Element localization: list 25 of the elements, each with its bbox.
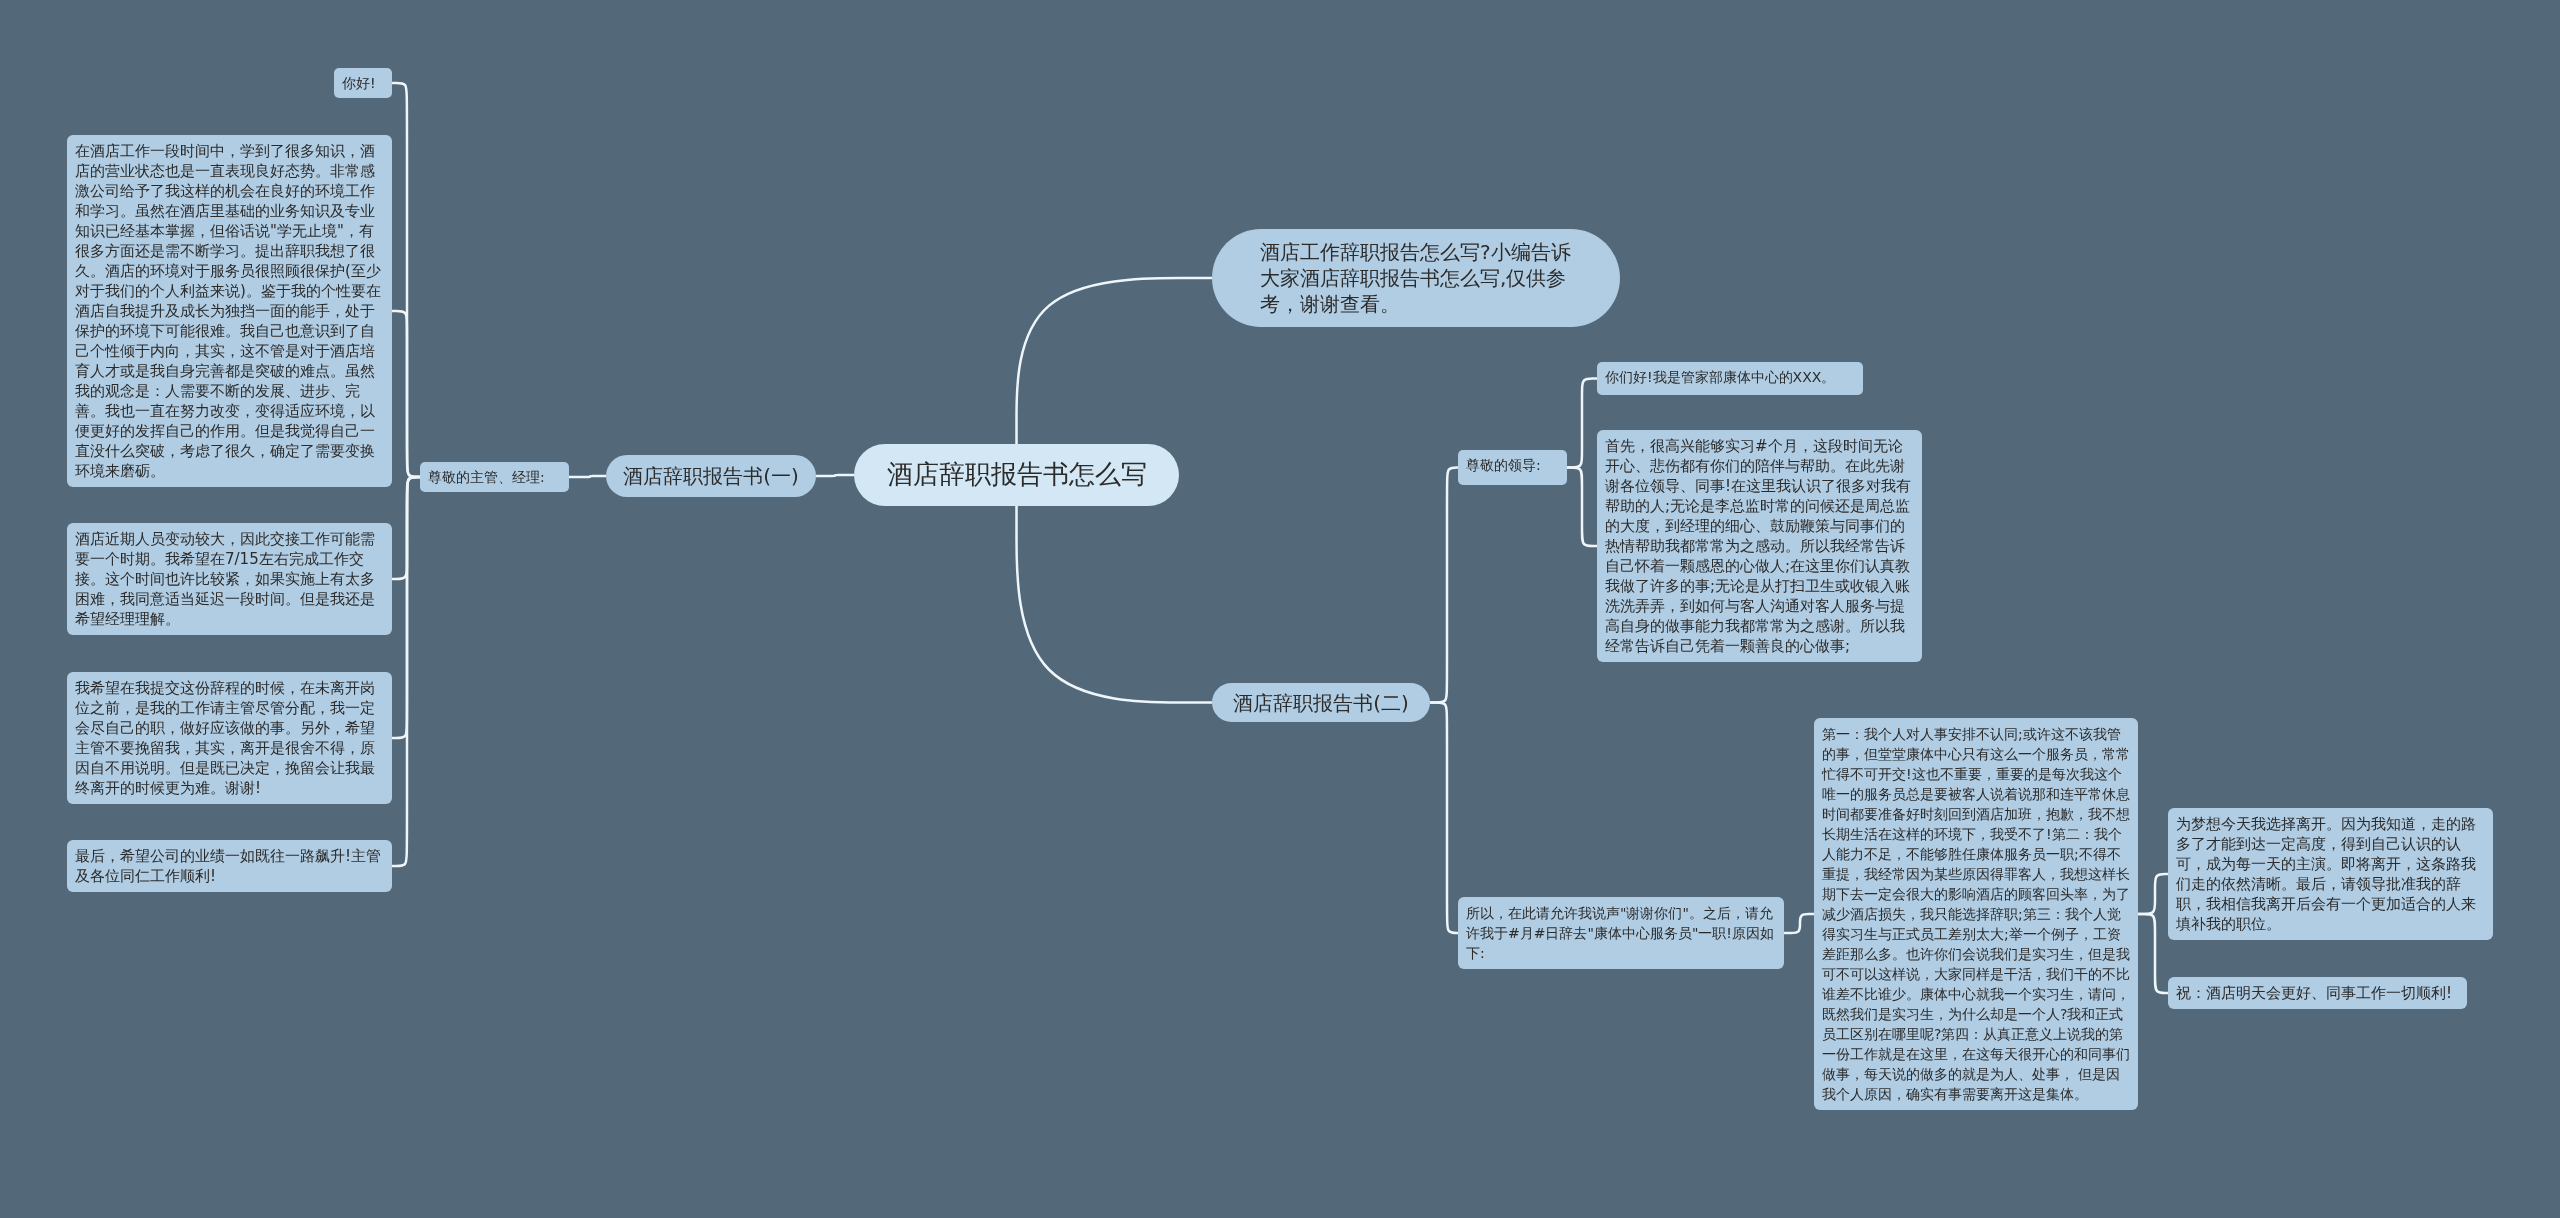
text-card: 为梦想今天我选择离开。因为我知道，走的路多了才能到达一定高度，得到自己认识的认可，成为每一天的主演。即将离开，这条路我们走的依然清晰。最后，请领导批准我的辞职，我相信我离开后会有一个更加适合的人来填补我的职位。 (2168, 808, 2493, 940)
branch-topic: 酒店辞职报告书(一) (606, 455, 816, 497)
text-card: 首先，很高兴能够实习#个月，这段时间无论开心、悲伤都有你们的陪伴与帮助。在此先谢谢各位领导、同事!在这里我认识了很多对我有帮助的人;无论是李总监时常的问候还是周总监的大度，到经理的细心、鼓励鞭策与同事们的热情帮助我都常常为之感动。所以我经常告诉自己怀着一颗感恩的心做人;在这里你们认真教我做了许多的事;无论是从打扫卫生或收银入账洗洗弄弄，到如何与客人沟通对客人服务与提高自身的做事能力我都常常为之感谢。所以我经常告诉自己凭着一颗善良的心做事; (1597, 430, 1922, 662)
connector-line (569, 474, 606, 479)
text-card: 第一：我个人对人事安排不认同;或许这不该我管的事，但堂堂康体中心只有这么一个服务员，常常忙得不可开交!这也不重要，重要的是每次我这个唯一的服务员总是要被客人说着说那和连平常休息时间都要准备好时刻回到酒店加班，抱歉，我不想长期生活在这样的环境下，我受不了!第二：我个人能力不足，不能够胜任康体服务员一职;不得不重提，我经常因为某些原因得罪客人，我想这样长期下去一定会很大的影响酒店的顾客回头率，为了减少酒店损失，我只能选择辞职;第三：我个人觉得实习生与正式员工差别太大;举一个例子，工资差距那么多。也许你们会说我们是实习生，但是我可不可以这样说，大家同样是干活，我们干的不比谁差不比谁少。康体中心就我一个实习生，请问，既然我们是实习生，为什么却是一个人?我和正式员工区别在哪里呢?第四：从真正意义上说我的第一份工作就是在这里，在这每天很开心的和同事们做事，每天说的做多的就是为人、处事， 但是因我个人原因，确实有事需要离开这是集体。 (1814, 718, 2138, 1110)
text-card: 尊敬的主管、经理: (420, 462, 569, 492)
connector-line (1015, 276, 1212, 444)
text-card: 你好! (334, 68, 392, 98)
text-card: 我希望在我提交这份辞程的时候，在未离开岗位之前，是我的工作请主管尽管分配，我一定会尽自己的职，做好应该做的事。另外，希望主管不要挽留我，其实，离开是很舍不得，原因自不用说明。但是既已决定，挽留会让我最终离开的时候更为难。谢谢! (67, 672, 392, 804)
central-topic: 酒店辞职报告书怎么写 (854, 444, 1179, 506)
text-card: 祝：酒店明天会更好、同事工作一切顺利! (2168, 977, 2467, 1009)
text-card: 尊敬的领导: (1458, 450, 1567, 485)
connector-line (1429, 701, 1460, 935)
connector-line (1015, 506, 1212, 704)
text-card: 酒店近期人员变动较大，因此交接工作可能需要一个时期。我希望在7/15左右完成工作交接。这个时间也许比较紧，如果实施上有太多困难，我同意适当延迟一段时间。但是我还是希望经理理解。 (67, 523, 392, 635)
text-card: 在酒店工作一段时间中，学到了很多知识，酒店的营业状态也是一直表现良好态势。非常感激公司给予了我这样的机会在良好的环境工作和学习。虽然在酒店里基础的业务知识及专业知识已经基本掌握，但俗话说"学无止境"，有很多方面还是需不断学习。提出辞职我想了很久。酒店的环境对于服务员很照顾很保护(至少对于我们的个人利益来说)。鉴于我的个性要在酒店自我提升及成长为独挡一面的能手，处于保护的环境下可能很难。我自己也意识到了自己个性倾于内向，其实，这不管是对于酒店培育人才或是我自身完善都是突破的难点。虽然我的观念是：人需要不断的发展、进步、完善。我也一直在努力改变，变得适应环境，以便更好的发挥自己的作用。但是我觉得自己一直没什么突破，考虑了很久，确定了需要变换环境来磨砺。 (67, 135, 392, 487)
intro-bubble: 酒店工作辞职报告怎么写?小编告诉大家酒店辞职报告书怎么写,仅供参考，谢谢查看。 (1212, 229, 1620, 327)
connector-line (1783, 912, 1815, 935)
connector-line (816, 473, 854, 478)
text-card: 最后，希望公司的业绩一如既往一路飙升!主管及各位同仁工作顺利! (67, 840, 392, 892)
connector-line (2137, 912, 2170, 995)
text-card: 所以，在此请允许我说声"谢谢你们"。之后，请允许我于#月#日辞去"康体中心服务员"一职!原因如下: (1458, 897, 1784, 969)
branch-topic: 酒店辞职报告书(二) (1212, 683, 1430, 722)
text-card: 你们好!我是管家部康体中心的XXX。 (1597, 362, 1863, 395)
connector-line (391, 475, 422, 868)
